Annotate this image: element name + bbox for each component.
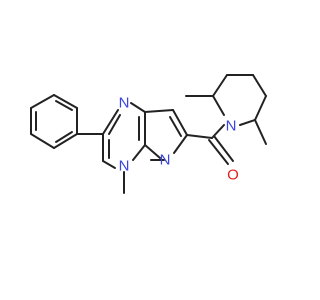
atom-o-carbonyl: O <box>227 167 239 184</box>
bond <box>211 124 225 139</box>
bond <box>53 133 78 149</box>
bond <box>30 133 55 149</box>
bond <box>252 74 267 97</box>
piperidine-ring <box>185 74 267 145</box>
bond <box>254 95 267 121</box>
bond <box>130 102 146 113</box>
double-bond <box>55 100 73 111</box>
double-bond <box>169 116 182 137</box>
bond <box>186 134 213 139</box>
structure-diagram: N N N N O <box>30 74 267 194</box>
double-bond <box>213 135 234 162</box>
bond <box>144 109 174 113</box>
bond <box>132 144 146 161</box>
bond <box>212 74 228 97</box>
bond <box>102 109 119 135</box>
pyrimidine-ring <box>102 102 146 169</box>
double-bond <box>108 114 121 135</box>
atom-n-pyrazole: N <box>160 152 171 169</box>
atom-n-pyrimidine: N <box>119 95 130 112</box>
bond <box>53 94 78 109</box>
molecule-figure: N N N N O <box>30 74 267 194</box>
atom-n-piperidine: N <box>226 118 237 135</box>
bond <box>102 160 116 169</box>
methyl-bond <box>254 119 267 145</box>
bond <box>239 119 256 126</box>
pyrazole-ring <box>144 109 188 161</box>
phenyl-ring <box>30 94 78 149</box>
bond <box>144 144 161 159</box>
double-bond <box>55 131 73 143</box>
bond <box>173 134 188 154</box>
bond <box>172 109 188 136</box>
double-bond <box>208 139 229 165</box>
atom-n-bridgehead: N <box>119 158 130 175</box>
bond <box>30 94 55 109</box>
carbonyl-group <box>186 124 234 165</box>
bond <box>212 95 225 116</box>
